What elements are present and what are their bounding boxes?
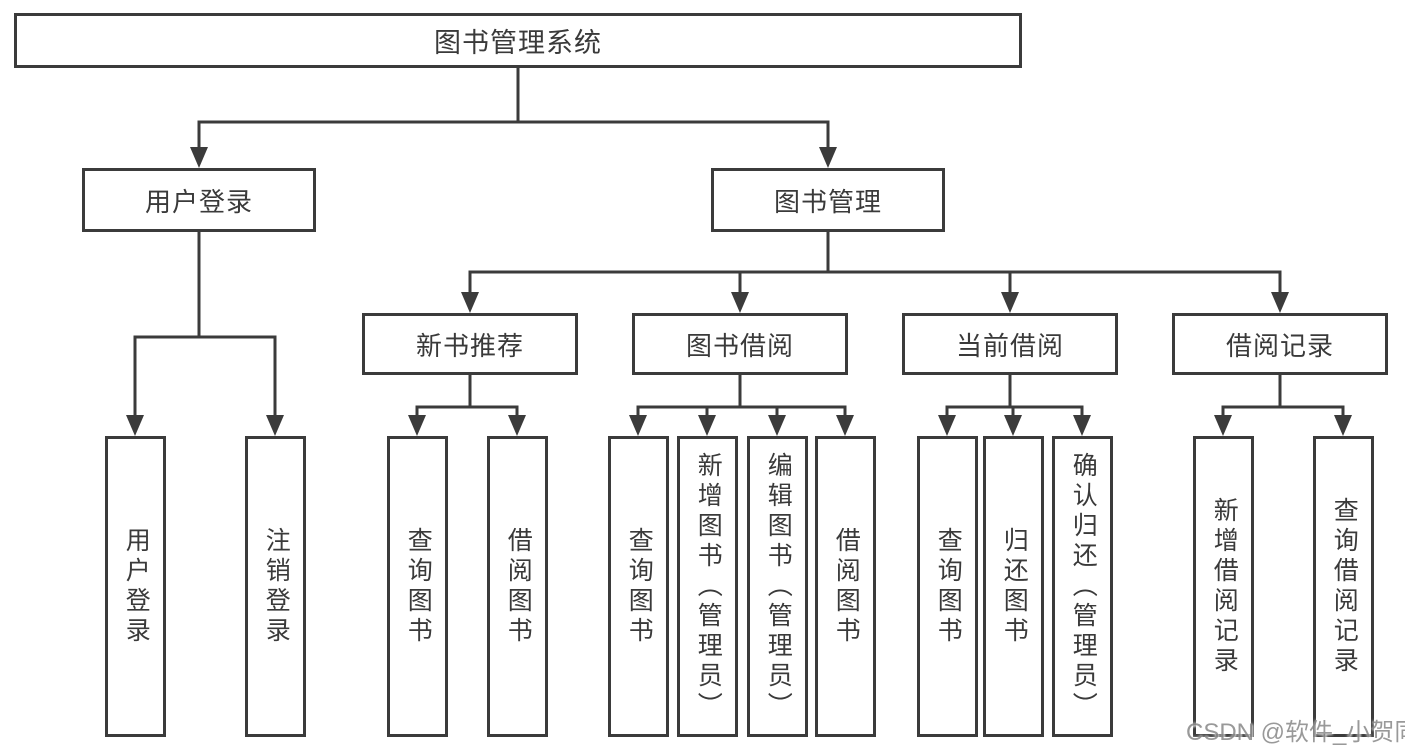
node-borrow-records: 借阅记录 (1172, 313, 1388, 375)
leaf-borrow-books-borrow: 借阅图书 (815, 436, 876, 737)
leaf-label: 确认归还（管理员） (1069, 451, 1098, 722)
leaf-label: 查询图书 (404, 526, 433, 647)
leaf-label: 查询图书 (934, 526, 963, 647)
node-current-borrowing: 当前借阅 (902, 313, 1118, 375)
leaf-logout: 注销登录 (245, 436, 306, 737)
leaf-add-book-admin: 新增图书（管理员） (677, 436, 738, 737)
leaf-label: 编辑图书（管理员） (764, 451, 793, 722)
leaf-label: 新增借阅记录 (1210, 496, 1239, 677)
leaf-borrow-books-new: 借阅图书 (487, 436, 548, 737)
leaf-label: 查询借阅记录 (1330, 496, 1359, 677)
leaf-query-books-current: 查询图书 (917, 436, 978, 737)
node-new-book-recommend: 新书推荐 (362, 313, 578, 375)
node-book-borrowing: 图书借阅 (632, 313, 848, 375)
leaf-query-borrow-record: 查询借阅记录 (1313, 436, 1374, 737)
leaf-confirm-return-admin: 确认归还（管理员） (1052, 436, 1113, 737)
csdn-watermark: CSDN @软件_小贺同学 (1186, 719, 1405, 746)
node-book-management: 图书管理 (711, 168, 945, 232)
leaf-label: 借阅图书 (832, 526, 861, 647)
arrowhead-icons (126, 147, 1352, 436)
leaf-query-books-new: 查询图书 (387, 436, 448, 737)
leaf-label: 借阅图书 (504, 526, 533, 647)
leaf-label: 新增图书（管理员） (694, 451, 723, 722)
node-user-login: 用户登录 (82, 168, 316, 232)
leaf-query-books-borrow: 查询图书 (608, 436, 669, 737)
leaf-edit-book-admin: 编辑图书（管理员） (747, 436, 808, 737)
leaf-label: 用户登录 (122, 526, 151, 647)
leaf-label: 注销登录 (262, 526, 291, 647)
node-root-system: 图书管理系统 (14, 13, 1022, 68)
leaf-return-books: 归还图书 (983, 436, 1044, 737)
leaf-label: 归还图书 (1000, 526, 1029, 647)
leaf-user-login: 用户登录 (105, 436, 166, 737)
leaf-add-borrow-record: 新增借阅记录 (1193, 436, 1254, 737)
leaf-label: 查询图书 (625, 526, 654, 647)
